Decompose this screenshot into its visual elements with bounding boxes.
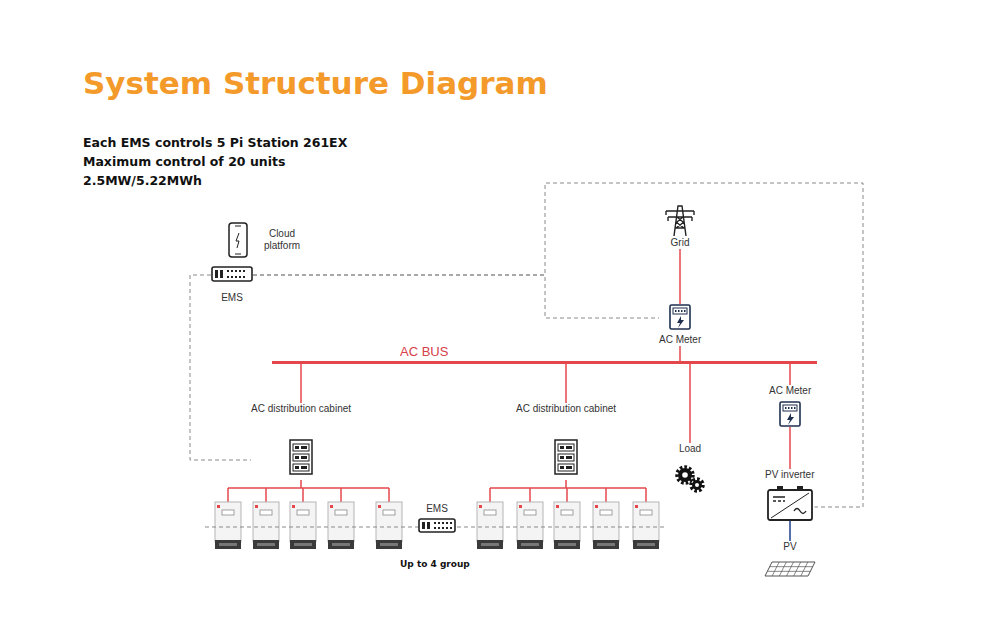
node-label: Grid: [671, 237, 690, 249]
battery-cabinet: [215, 502, 241, 549]
ems-icon: [211, 266, 253, 282]
power-wire: [265, 488, 267, 502]
battery-cabinet: [253, 502, 279, 549]
ems-unit: EMS: [418, 503, 456, 533]
pv-panel: PV: [764, 541, 816, 577]
node-label: AC distribution cabinet: [251, 403, 351, 415]
pv-inverter: PV inverter: [765, 469, 814, 521]
grid-icon: [662, 204, 698, 236]
battery-cabinet: [328, 502, 354, 549]
cab-icon: [289, 439, 313, 475]
node-label: AC Meter: [769, 385, 811, 397]
power-wire: [340, 488, 342, 502]
meter-icon: [669, 304, 691, 330]
meter-icon: [779, 401, 801, 427]
grid-tower: Grid: [662, 204, 698, 249]
power-link: [689, 364, 691, 443]
node-label: Load: [679, 443, 701, 455]
battery-cabinet: [633, 502, 659, 549]
spec-note: 2.5MW/5.22MWh: [83, 173, 202, 188]
node-label: EMS: [426, 503, 448, 515]
power-wire: [302, 488, 304, 502]
spec-note: Maximum control of 20 units: [83, 154, 285, 169]
ac-meter: AC Meter: [769, 385, 811, 427]
ac-meter: AC Meter: [659, 304, 701, 346]
power-link: [679, 346, 681, 361]
distribution-cabinet: AC distribution cabinet: [251, 403, 351, 475]
diagram-title: System Structure Diagram: [83, 68, 548, 99]
power-link: [565, 364, 567, 403]
power-link: [789, 521, 791, 541]
power-wire: [566, 488, 568, 502]
comm-link: [190, 275, 251, 460]
bus-label: AC BUS: [400, 344, 448, 360]
power-link: [789, 427, 791, 469]
ems-icon: [418, 518, 456, 533]
node-label: PV: [783, 541, 796, 553]
node-label: Cloud platform: [259, 228, 305, 252]
power-wire: [490, 480, 646, 488]
power-wire: [645, 488, 647, 502]
spec-note: Each EMS controls 5 Pi Station 261EX: [83, 135, 347, 150]
ac-bus: AC BUS: [272, 361, 817, 364]
power-wire: [388, 488, 390, 502]
power-link: [679, 249, 681, 304]
node-label: AC Meter: [659, 334, 701, 346]
node-label: PV inverter: [765, 469, 814, 481]
ems-unit: EMS: [211, 266, 253, 304]
power-wire: [228, 480, 389, 488]
battery-cabinet: [477, 502, 503, 549]
power-wire: [489, 488, 491, 502]
power-link: [300, 364, 302, 403]
battery-cabinet: [517, 502, 543, 549]
node-label: AC distribution cabinet: [516, 403, 616, 415]
battery-cabinet: [376, 502, 402, 549]
load: Load: [674, 443, 706, 493]
power-wire: [227, 488, 229, 502]
node-label: EMS: [221, 292, 243, 304]
distribution-cabinet: AC distribution cabinet: [516, 403, 616, 475]
comm-link: [253, 183, 863, 507]
group-note: Up to 4 group: [400, 559, 470, 570]
comm-link: [253, 275, 659, 318]
battery-cabinet: [290, 502, 316, 549]
inverter-icon: [767, 485, 813, 521]
battery-cabinet: [593, 502, 619, 549]
power-link: [789, 364, 791, 385]
battery-cabinet: [554, 502, 580, 549]
power-wire: [605, 488, 607, 502]
gears-icon: [674, 465, 706, 493]
phone-icon: [227, 222, 249, 258]
cab-icon: [554, 439, 578, 475]
panel-icon: [764, 561, 816, 577]
cloud-platform: Cloud platform: [227, 222, 305, 258]
power-wire: [529, 488, 531, 502]
